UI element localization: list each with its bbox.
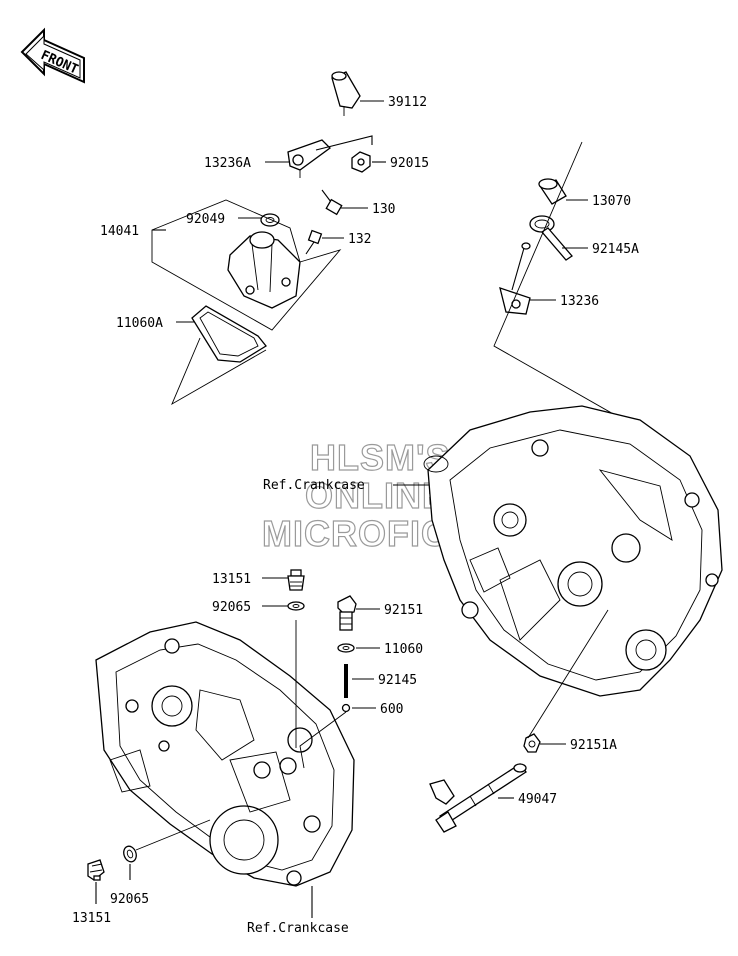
part-92145A-drawing: [529, 215, 573, 261]
label-92145A: 92145A: [592, 242, 639, 257]
label-92049: 92049: [186, 212, 225, 227]
part-92015-drawing: [351, 151, 371, 173]
front-arrow-icon: FRONT: [20, 27, 85, 84]
label-92065-bottom: 92065: [110, 892, 149, 907]
label-92065-top: 92065: [212, 600, 251, 615]
part-92151A-drawing: [523, 733, 541, 753]
ref-crankcase-lower: Ref.Crankcase: [247, 921, 349, 936]
label-92151: 92151: [384, 603, 423, 618]
label-92145: 92145: [378, 673, 417, 688]
part-132-drawing: [305, 229, 323, 255]
part-13151-bottom-drawing: [87, 859, 105, 881]
label-13236A: 13236A: [204, 156, 251, 171]
ref-crankcase-upper: Ref.Crankcase: [263, 478, 365, 493]
label-13151-bottom: 13151: [72, 911, 111, 926]
part-600-drawing: [341, 703, 351, 713]
part-13151-top-drawing: [287, 569, 305, 591]
part-13236A-drawing: [287, 139, 331, 178]
part-11060A-drawing: [191, 305, 267, 363]
part-11060-drawing: [337, 643, 355, 653]
part-92151-drawing: [337, 595, 357, 631]
part-14041-drawing: [227, 231, 301, 309]
label-13070: 13070: [592, 194, 631, 209]
label-132: 132: [348, 232, 371, 247]
crankcase-left-drawing: [95, 621, 355, 887]
watermark-line2: ONLINE: [305, 475, 447, 516]
label-92151A: 92151A: [570, 738, 617, 753]
label-13151-top: 13151: [212, 572, 251, 587]
part-13070-drawing: [538, 178, 567, 205]
label-11060: 11060: [384, 642, 423, 657]
label-600: 600: [380, 702, 403, 717]
label-130: 130: [372, 202, 395, 217]
part-39112-drawing: [331, 71, 361, 116]
part-13236-drawing: [499, 242, 531, 315]
watermark-line1: HLSM'S: [310, 437, 451, 478]
part-49047-drawing: [429, 763, 527, 833]
label-39112: 39112: [388, 95, 427, 110]
label-11060A: 11060A: [116, 316, 163, 331]
label-14041: 14041: [100, 224, 139, 239]
label-13236: 13236: [560, 294, 599, 309]
part-130-drawing: [321, 189, 343, 216]
crankcase-right-drawing: [423, 405, 723, 697]
label-49047: 49047: [518, 792, 557, 807]
part-92065-bottom-drawing: [123, 845, 137, 863]
label-92015: 92015: [390, 156, 429, 171]
part-92049-drawing: [260, 213, 280, 227]
part-92065-top-drawing: [287, 601, 305, 611]
